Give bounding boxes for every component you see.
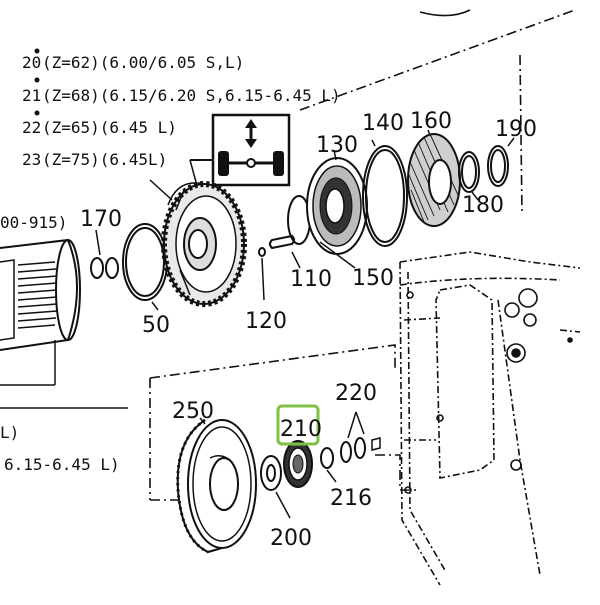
partial-label-left-top: 00-915) bbox=[0, 213, 67, 232]
callout-216: 216 bbox=[330, 486, 372, 511]
lower-assembly-frame bbox=[149, 344, 420, 501]
callout-200: 200 bbox=[270, 526, 312, 551]
part-170-ring bbox=[90, 229, 119, 279]
leader-150 bbox=[319, 241, 356, 269]
callout-180: 180 bbox=[462, 193, 504, 218]
spur-gear bbox=[149, 159, 247, 307]
callout-140: 140 bbox=[362, 111, 404, 136]
part-120-pin bbox=[258, 247, 266, 301]
part-216-ring bbox=[320, 447, 337, 483]
partial-label-left-bottom: 6.15-6.45 L) bbox=[4, 455, 120, 474]
part-180-ring bbox=[458, 151, 480, 201]
variant-22-text: (Z=65)(6.45 L) bbox=[42, 118, 177, 137]
part-160-disc bbox=[407, 129, 461, 227]
callout-150: 150 bbox=[352, 266, 394, 291]
variant-bullet-22 bbox=[34, 110, 40, 116]
variant-20-number: 20 bbox=[22, 53, 41, 72]
callout-160: 160 bbox=[410, 109, 452, 134]
part-190-snap-ring bbox=[487, 137, 515, 187]
variant-21-text: (Z=68)(6.15/6.20 S,6.15-6.45 L) bbox=[42, 86, 341, 105]
part-200-washer bbox=[260, 455, 291, 519]
variant-21-number: 21 bbox=[22, 86, 41, 105]
part-220-clip bbox=[371, 437, 381, 451]
variant-20-text: (Z=62)(6.00/6.05 S,L) bbox=[42, 53, 244, 72]
part-250-drum bbox=[176, 417, 257, 554]
variant-legend: 20 (Z=62)(6.00/6.05 S,L) 21 (Z=68)(6.15/… bbox=[22, 48, 341, 169]
axle-icon bbox=[211, 113, 291, 187]
callout-130: 130 bbox=[316, 133, 358, 158]
part-220-rings bbox=[340, 411, 366, 463]
callout-50: 50 bbox=[142, 313, 170, 338]
callout-210[interactable]: 210 bbox=[280, 417, 322, 442]
variant-23-number: 23 bbox=[22, 150, 41, 169]
variant-bullet-20 bbox=[34, 48, 40, 54]
variant-22-number: 22 bbox=[22, 118, 41, 137]
callout-110: 110 bbox=[290, 267, 332, 292]
callout-170: 170 bbox=[80, 207, 122, 232]
transmission-housing bbox=[399, 251, 581, 586]
part-140-ring bbox=[362, 139, 408, 247]
part-130-bearing bbox=[306, 149, 368, 255]
partial-label-left-mid: L) bbox=[0, 423, 19, 442]
part-210-bearing bbox=[283, 440, 313, 488]
variant-bullet-21 bbox=[34, 77, 40, 83]
callout-120: 120 bbox=[245, 309, 287, 334]
variant-23-text: (Z=75)(6.45L) bbox=[42, 150, 167, 169]
part-110-dowel bbox=[269, 234, 301, 269]
callout-190: 190 bbox=[495, 117, 537, 142]
callout-220: 220 bbox=[335, 381, 377, 406]
needle-bearing-left bbox=[0, 238, 128, 409]
housing-outline-top bbox=[299, 9, 576, 216]
highlight-box-210[interactable] bbox=[276, 404, 320, 446]
part-50-snap-ring bbox=[122, 223, 168, 311]
callout-250: 250 bbox=[172, 399, 214, 424]
housing-bores bbox=[404, 288, 573, 494]
